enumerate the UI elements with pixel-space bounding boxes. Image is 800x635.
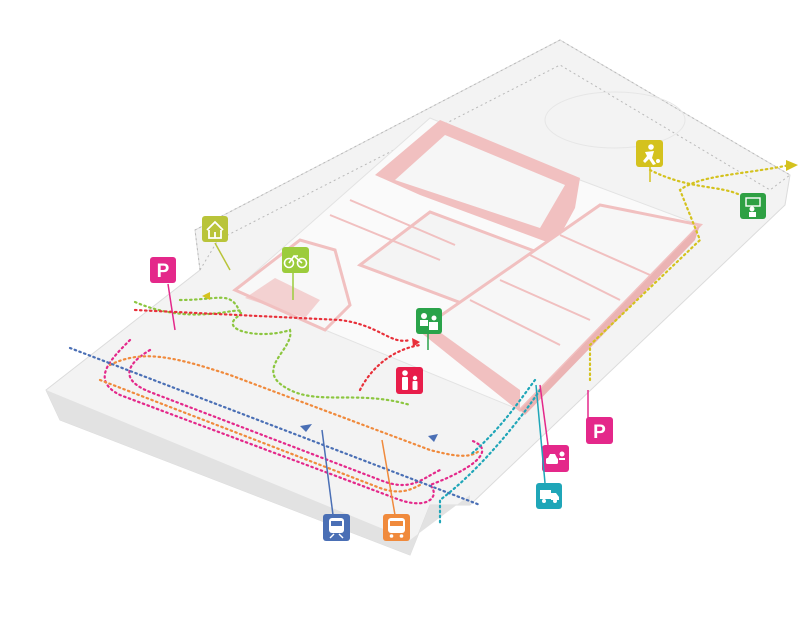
sign-nature-house — [202, 216, 231, 271]
tram-icon — [329, 518, 344, 539]
sign-delivery — [535, 384, 562, 509]
route-green-arrow — [202, 292, 210, 300]
route-pink-inner — [128, 348, 442, 487]
circulation-routes — [68, 163, 792, 527]
svg-text:P: P — [593, 422, 606, 443]
route-green-upper — [178, 296, 242, 314]
sign-taxi — [539, 384, 569, 472]
route-blue-arrow-2 — [428, 434, 438, 442]
sign-parking-left: P — [150, 257, 176, 331]
sign-bus — [381, 439, 410, 541]
sign-reception — [416, 308, 442, 350]
route-red — [133, 308, 422, 392]
route-pink — [103, 338, 484, 505]
reception-desk-icon — [420, 313, 438, 330]
sign-parking-right: P — [586, 390, 613, 444]
sign-teacher — [740, 193, 766, 219]
sign-family — [396, 367, 423, 394]
route-orange — [98, 355, 482, 493]
route-blue — [68, 346, 482, 507]
bicycle-icon — [283, 254, 308, 269]
sign-sports — [636, 140, 663, 182]
route-yellow-arrow — [786, 160, 798, 171]
delivery-truck-icon — [540, 490, 559, 503]
svg-text:P: P — [157, 261, 170, 282]
route-pedestrian-green — [133, 300, 412, 407]
car-key-icon — [546, 451, 565, 464]
teacher-board-icon — [745, 197, 761, 217]
route-red-arrow — [412, 338, 420, 347]
soccer-player-icon — [643, 144, 660, 165]
sign-tram — [321, 429, 350, 541]
route-yellow-teacher — [648, 168, 742, 197]
route-blue-arrow — [300, 424, 312, 432]
tree-house-icon — [206, 220, 224, 239]
bus-icon — [388, 518, 405, 538]
building-massing — [232, 117, 703, 415]
route-yellow — [588, 163, 792, 382]
route-teal — [438, 378, 542, 527]
sign-bicycle — [282, 247, 309, 300]
family-icon — [402, 370, 418, 390]
